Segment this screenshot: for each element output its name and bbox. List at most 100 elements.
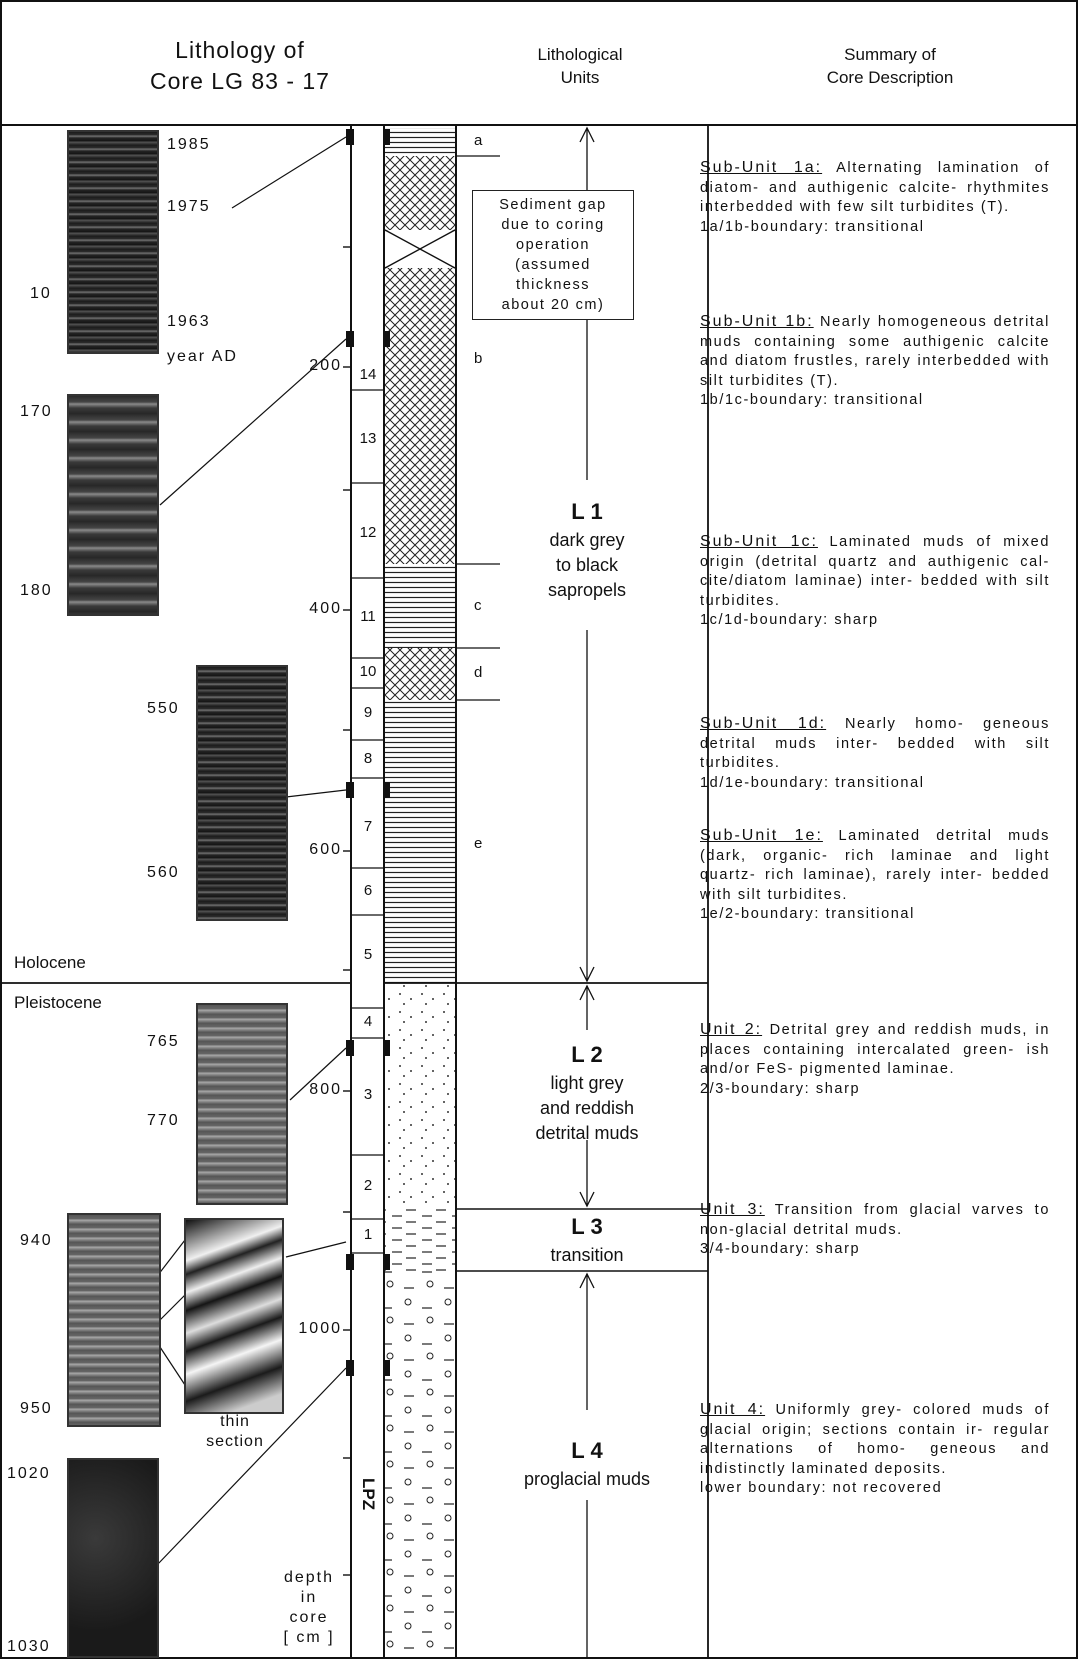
lpz-9: 9 — [363, 704, 373, 721]
unit-l2: L 2 light grey and reddish detrital muds — [497, 1040, 677, 1146]
desc-4-boundary: lower boundary: not recovered — [700, 1480, 943, 1496]
units-title-line-1: Lithological — [537, 45, 623, 64]
desc-1b-text: Nearly homogeneous detrital muds contain… — [700, 314, 1050, 389]
unit-l1-code: L 1 — [571, 499, 603, 524]
lpz-3: 3 — [363, 1086, 373, 1103]
label-560: 560 — [147, 864, 180, 881]
gap-line-4: (assumed — [515, 257, 591, 273]
unit-l1-line-1: dark grey — [549, 529, 625, 550]
depth-caption-2: in — [300, 1589, 318, 1606]
lpz-6: 6 — [363, 882, 373, 899]
subunit-a: a — [474, 132, 483, 149]
unit-l2-line-3: detrital muds — [535, 1123, 639, 1144]
unit-l1-line-2: to black — [555, 554, 619, 575]
label-10: 10 — [30, 285, 52, 302]
unit-l4-code: L 4 — [571, 1438, 603, 1463]
depth-1000: 1000 — [298, 1320, 342, 1337]
desc-unit-2: Unit 2: Detrital grey and reddish muds, … — [700, 1020, 1050, 1099]
units-title-line-2: Units — [560, 67, 600, 87]
summary-title-line-1: Summary of — [844, 45, 936, 64]
label-1030: 1030 — [7, 1638, 51, 1655]
desc-2-text: Detrital grey and reddish muds, in place… — [700, 1022, 1050, 1077]
core-photo-5 — [67, 1213, 161, 1427]
desc-1c-heading: Sub-Unit 1c: — [700, 533, 818, 550]
label-950: 950 — [20, 1400, 53, 1417]
depth-caption-1: depth — [283, 1569, 335, 1586]
unit-l1-line-3: sapropels — [547, 580, 627, 601]
lpz-1: 1 — [363, 1226, 373, 1243]
summary-title-line-2: Core Description — [826, 67, 954, 87]
label-180: 180 — [20, 582, 53, 599]
depth-400: 400 — [309, 600, 342, 617]
lpz-12: 12 — [359, 524, 377, 541]
unit-l2-line-1: light grey — [550, 1072, 624, 1093]
unit-l1: L 1 dark grey to black sapropels — [497, 497, 677, 603]
subunit-c: c — [474, 597, 482, 614]
title-line-1: Lithology of — [175, 37, 305, 63]
lpz-7: 7 — [363, 818, 373, 835]
core-photo-4 — [196, 1003, 288, 1205]
desc-subunit-1d: Sub-Unit 1d: Nearly homo- geneous detrit… — [700, 714, 1050, 793]
subunit-b: b — [474, 350, 483, 367]
label-765: 765 — [147, 1033, 180, 1050]
desc-subunit-1e: Sub-Unit 1e: Laminated detrital muds (da… — [700, 826, 1050, 925]
depth-200: 200 — [309, 357, 342, 374]
label-940: 940 — [20, 1232, 53, 1249]
core-photo-3 — [196, 665, 288, 921]
desc-1b-boundary: 1b/1c-boundary: transitional — [700, 392, 924, 408]
lpz-13: 13 — [359, 430, 377, 447]
desc-subunit-1a: Sub-Unit 1a: Alternating lamination of d… — [700, 158, 1050, 237]
lpz-14: 14 — [359, 366, 377, 383]
thin-section-photo — [184, 1218, 284, 1414]
label-770: 770 — [147, 1112, 180, 1129]
desc-1b-heading: Sub-Unit 1b: — [700, 313, 814, 330]
subunit-e: e — [474, 835, 483, 852]
desc-unit-4: Unit 4: Uniformly grey- colored muds of … — [700, 1400, 1050, 1499]
lpz-5: 5 — [363, 946, 373, 963]
desc-1a-text: Alternating lamination of diatom- and au… — [700, 160, 1050, 215]
title-line-2: Core LG 83 - 17 — [150, 68, 330, 95]
desc-1c-boundary: 1c/1d-boundary: sharp — [700, 612, 879, 628]
pleistocene-label: Pleistocene — [14, 993, 102, 1012]
desc-2-boundary: 2/3-boundary: sharp — [700, 1080, 861, 1097]
desc-subunit-1c: Sub-Unit 1c: Laminated muds of mixed ori… — [700, 532, 1050, 631]
desc-4-text: Uniformly grey- colored muds of glacial … — [700, 1402, 1050, 1477]
lithology-title: Lithology of Core LG 83 - 17 — [90, 35, 390, 97]
subunit-d: d — [474, 664, 483, 681]
depth-800: 800 — [309, 1081, 342, 1098]
desc-1a-heading: Sub-Unit 1a: — [700, 159, 823, 176]
unit-l3: L 3 transition — [497, 1212, 677, 1268]
desc-3-text: Transition from glacial varves to non-gl… — [700, 1202, 1050, 1238]
gap-line-3: operation — [516, 237, 590, 253]
holocene-label: Holocene — [14, 953, 86, 972]
units-title: Lithological Units — [480, 44, 680, 90]
gap-line-1: Sediment gap — [499, 197, 607, 213]
desc-unit-3: Unit 3: Transition from glacial varves t… — [700, 1200, 1050, 1260]
desc-1d-heading: Sub-Unit 1d: — [700, 715, 827, 732]
desc-1e-boundary: 1e/2-boundary: transitional — [700, 906, 915, 922]
desc-subunit-1b: Sub-Unit 1b: Nearly homogeneous detrital… — [700, 312, 1050, 411]
label-1963: 1963 — [167, 313, 211, 330]
label-1975: 1975 — [167, 198, 211, 215]
sediment-gap-note: Sediment gap due to coring operation (as… — [472, 190, 634, 320]
label-year-ad: year AD — [167, 348, 238, 365]
gap-line-6: about 20 cm) — [501, 297, 605, 313]
depth-caption: depth in core [ cm ] — [272, 1568, 346, 1648]
core-photo-1 — [67, 130, 159, 354]
unit-l2-code: L 2 — [571, 1042, 603, 1067]
unit-l3-code: L 3 — [571, 1214, 603, 1239]
lpz-10: 10 — [359, 663, 377, 680]
label-1020: 1020 — [7, 1465, 51, 1482]
thin-section-line-2: section — [206, 1433, 264, 1450]
depth-caption-4: [ cm ] — [283, 1629, 335, 1646]
desc-3-heading: Unit 3: — [700, 1201, 765, 1218]
desc-1d-text: Nearly homo- geneous detrital muds inter… — [700, 716, 1050, 771]
desc-1c-text: Laminated muds of mixed origin (detrital… — [700, 534, 1050, 609]
core-photo-6 — [67, 1458, 159, 1658]
desc-2-heading: Unit 2: — [700, 1021, 763, 1038]
thin-section-line-1: thin — [220, 1413, 250, 1430]
desc-1e-text: Laminated detrital muds (dark, organic- … — [700, 828, 1050, 903]
lpz-label: LPZ — [359, 1478, 378, 1511]
